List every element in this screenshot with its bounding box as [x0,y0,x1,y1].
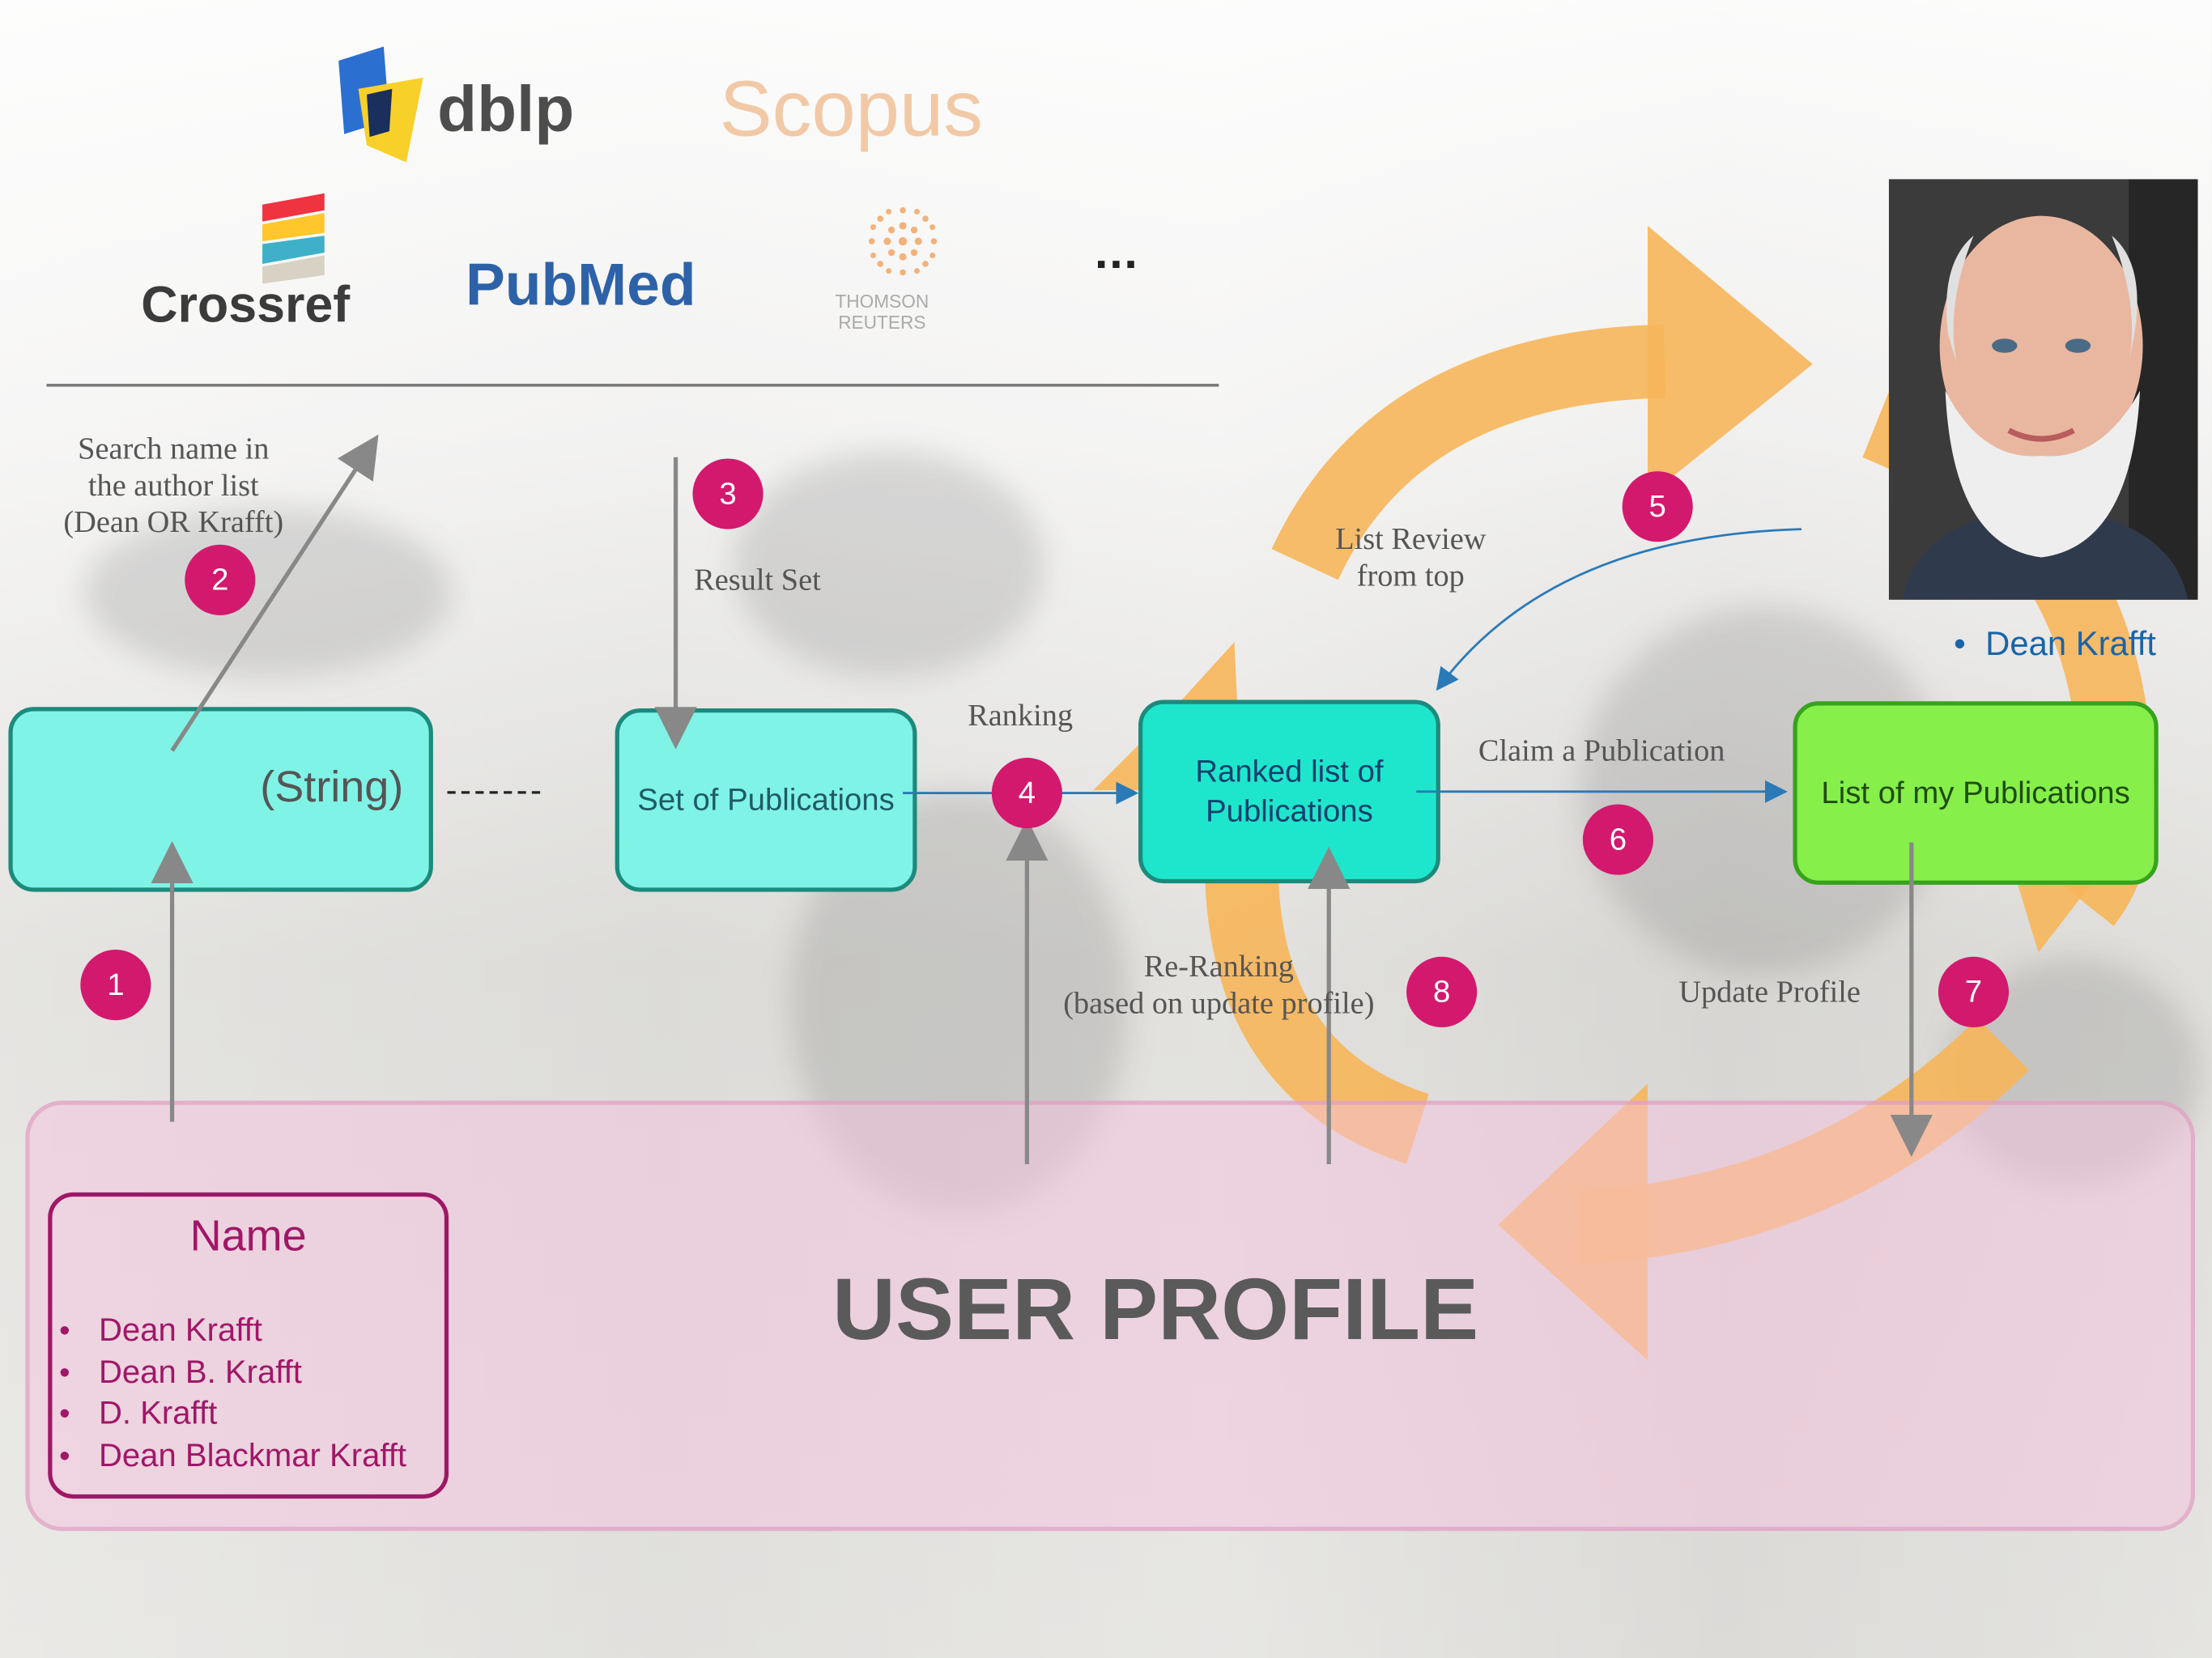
ranked-list-box: Ranked list of Publications [1138,699,1440,884]
thomson-line: THOMSON [835,291,929,312]
search-label-line: (Dean OR Krafft) [63,504,284,539]
query-string-box: (String) [8,707,433,892]
list-review-line: List Review [1335,521,1487,556]
dblp-logo-text: dblp [437,71,575,146]
name-variant: Dean Blackmar Krafft [59,1435,406,1476]
pubmed-logo: PubMed [465,251,696,318]
ranking-label: Ranking [968,697,1074,733]
step-badge-7: 7 [1938,956,2010,1027]
dashed-connector: ------- [445,772,545,810]
sources-divider [46,384,1219,387]
name-variant: D. Krafft [59,1392,406,1434]
my-publications-box: List of my Publications [1793,701,2159,885]
reranking-line: (based on update profile) [1063,984,1375,1021]
list-review-label: List Review from top [1312,521,1509,594]
name-variant: Dean Krafft [59,1310,406,1351]
step-badge-8: 8 [1406,956,1478,1027]
crossref-logo-text: Crossref [141,274,351,334]
background-figure [84,508,452,678]
thomson-reuters-logo-icon [868,206,938,276]
reuters-line: REUTERS [838,312,926,334]
person-photo [1888,179,2198,600]
step-badge-6: 6 [1582,804,1653,875]
search-label-line: the author list [87,466,259,503]
name-variant: Dean B. Krafft [59,1351,406,1392]
person-name: Dean Krafft [1954,625,2156,665]
search-label-line: Search name in [78,430,270,466]
user-profile-title: USER PROFILE [832,1261,1479,1359]
thomson-reuters-logo-text: THOMSON REUTERS [835,291,929,333]
claim-label: Claim a Publication [1478,732,1725,768]
name-variants-box: Name Dean Krafft Dean B. Krafft D. Kraff… [48,1192,449,1499]
update-profile-label: Update Profile [1678,973,1861,1010]
result-set-label: Result Set [694,561,821,597]
step-badge-3: 3 [692,458,764,529]
crossref-logo-icon [262,193,325,284]
reranking-label: Re-Ranking (based on update profile) [1037,948,1402,1022]
background-figure [733,451,1044,678]
list-review-line: from top [1356,557,1465,593]
more-sources-ellipsis: ... [1095,225,1139,280]
step-badge-1: 1 [80,950,151,1021]
name-heading: Name [189,1210,307,1261]
step-badge-5: 5 [1622,471,1693,542]
step-badge-2: 2 [185,544,256,615]
query-string-label: (String) [260,762,404,812]
search-label: Search name in the author list (Dean OR … [46,431,300,541]
reranking-line: Re-Ranking [1143,948,1294,984]
step-badge-4: 4 [991,757,1062,829]
name-variants-list: Dean Krafft Dean B. Krafft D. Krafft Dea… [59,1310,406,1477]
scopus-logo: Scopus [719,63,984,153]
dblp-logo-icon [338,46,423,163]
